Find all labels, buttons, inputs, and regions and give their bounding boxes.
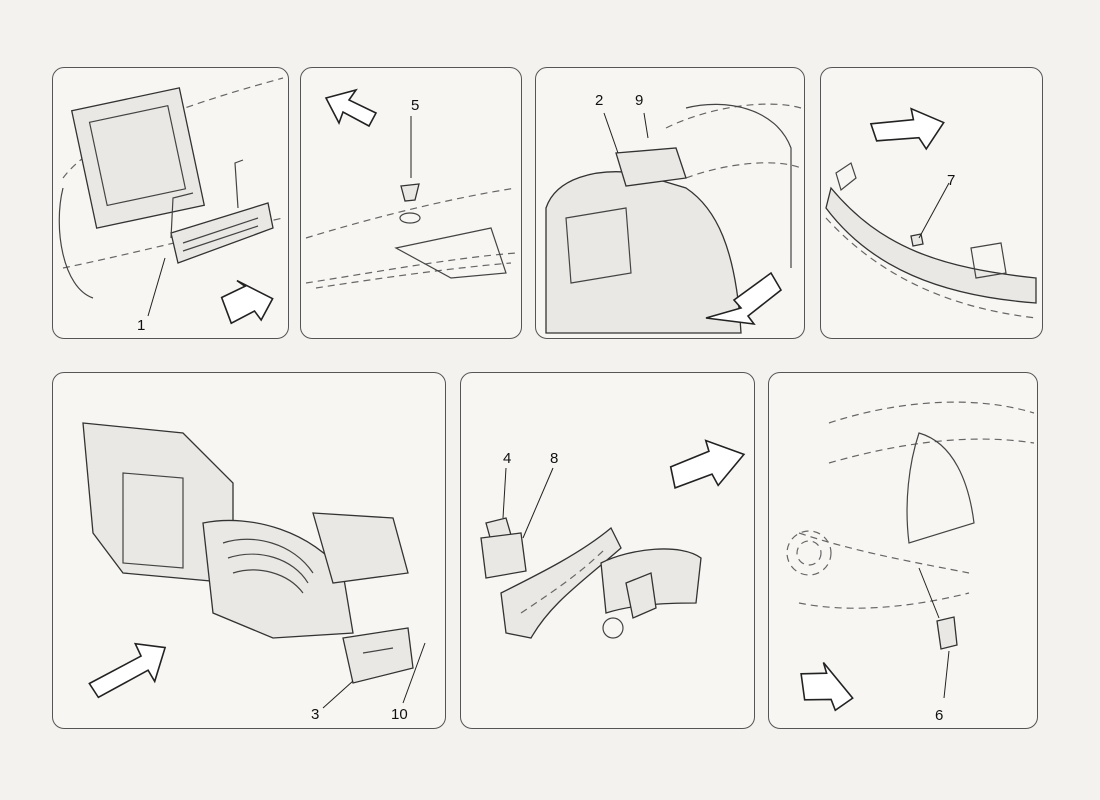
control-panel-part [170, 202, 274, 264]
callout-5: 5 [411, 97, 420, 114]
direction-arrow [705, 271, 783, 326]
callout-7: 7 [947, 172, 956, 189]
direction-arrow [88, 642, 167, 699]
callout-3: 3 [311, 706, 320, 723]
roof-console-body [545, 171, 742, 334]
panel-rear-sensor: 7 [820, 67, 1043, 339]
callout-1: 1 [137, 317, 146, 334]
sensor-part [910, 233, 924, 247]
body-beam [825, 186, 1037, 304]
panel-front-control-unit: 1 [52, 67, 289, 339]
callout-9: 9 [635, 92, 644, 109]
panel-6-drawing [480, 439, 746, 639]
direction-arrow [324, 88, 378, 128]
panel-hvac-unit: 3 10 [52, 372, 446, 729]
blower-duct [202, 519, 354, 639]
panel-dome-sensor: 5 [300, 67, 522, 339]
panel-roof-console: 2 9 [535, 67, 805, 339]
panel-rear-mirror-module: 4 8 [460, 372, 755, 729]
callout-6: 6 [935, 707, 944, 724]
callout-10: 10 [391, 706, 408, 723]
sensor-part [400, 183, 420, 202]
panel-2-drawing [305, 88, 517, 289]
direction-arrow [669, 439, 746, 490]
direction-arrow [869, 107, 945, 151]
door-switch-part [936, 616, 958, 650]
air-duct [312, 512, 409, 584]
panel-5-drawing [82, 422, 426, 709]
bracket-module [480, 532, 527, 579]
panel-7-drawing [786, 401, 1035, 712]
panel-door-sensor: 6 [768, 372, 1038, 729]
control-module [342, 627, 414, 684]
callout-2: 2 [595, 92, 604, 109]
panel-4-drawing [825, 107, 1037, 319]
callout-8: 8 [550, 450, 559, 467]
callout-4: 4 [503, 450, 512, 467]
dashboard-screen-frame [70, 87, 206, 229]
direction-arrow [220, 279, 274, 325]
mirror-mount [500, 526, 622, 639]
direction-arrow [800, 662, 854, 712]
panel-1-drawing [58, 77, 284, 325]
panel-3-drawing [545, 103, 802, 334]
lamp-plate [615, 147, 687, 187]
